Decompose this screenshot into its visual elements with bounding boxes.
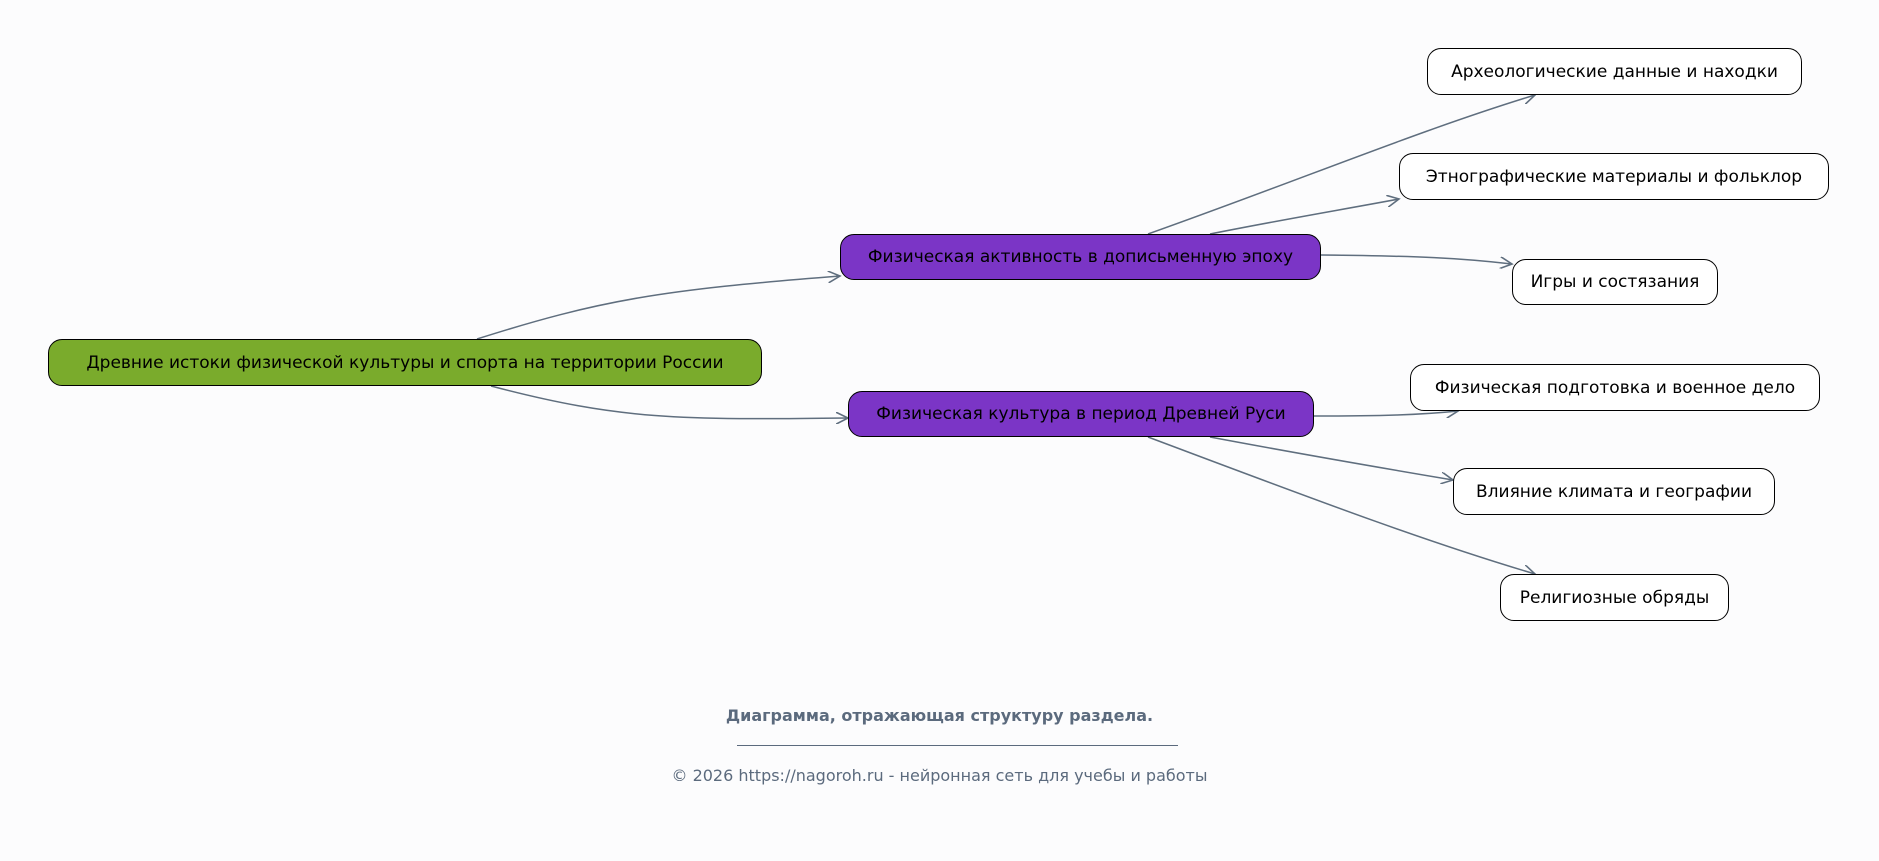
branch-node-prewriting: Физическая активность в дописьменную эпо… [840,234,1321,280]
root-node: Древние истоки физической культуры и спо… [48,339,762,386]
edge-branch2-leaf6 [1147,436,1535,574]
leaf-label: Этнографические материалы и фольклор [1425,166,1803,187]
edge-branch2-leaf5 [1209,436,1453,480]
root-label: Древние истоки физической культуры и спо… [86,352,724,373]
branch-label: Физическая культура в период Древней Рус… [876,404,1286,424]
edge-branch2-leaf4 [1313,411,1458,416]
leaf-node: Физическая подготовка и военное дело [1410,364,1820,411]
leaf-label: Влияние климата и географии [1476,481,1752,502]
leaf-node: Этнографические материалы и фольклор [1399,153,1829,200]
branch-node-ancient-rus: Физическая культура в период Древней Рус… [848,391,1314,437]
leaf-label: Археологические данные и находки [1451,61,1778,82]
leaf-node: Игры и состязания [1512,259,1718,305]
branch-label: Физическая активность в дописьменную эпо… [867,247,1294,267]
leaf-label: Религиозные обряды [1519,587,1710,608]
leaf-label: Игры и состязания [1530,272,1700,292]
leaf-node: Археологические данные и находки [1427,48,1802,95]
edge-root-branch1 [476,276,840,340]
copyright-text: © 2026 https://nagoroh.ru - нейронная се… [671,766,1208,785]
edge-root-branch2 [490,385,848,419]
edge-branch1-leaf2 [1209,199,1399,235]
diagram-caption: Диаграмма, отражающая структуру раздела. [725,706,1154,725]
divider [737,745,1178,746]
edge-branch1-leaf1 [1147,95,1535,235]
edge-branch1-leaf3 [1320,254,1512,264]
leaf-node: Влияние климата и географии [1453,468,1775,515]
leaf-label: Физическая подготовка и военное дело [1434,377,1796,398]
leaf-node: Религиозные обряды [1500,574,1729,621]
